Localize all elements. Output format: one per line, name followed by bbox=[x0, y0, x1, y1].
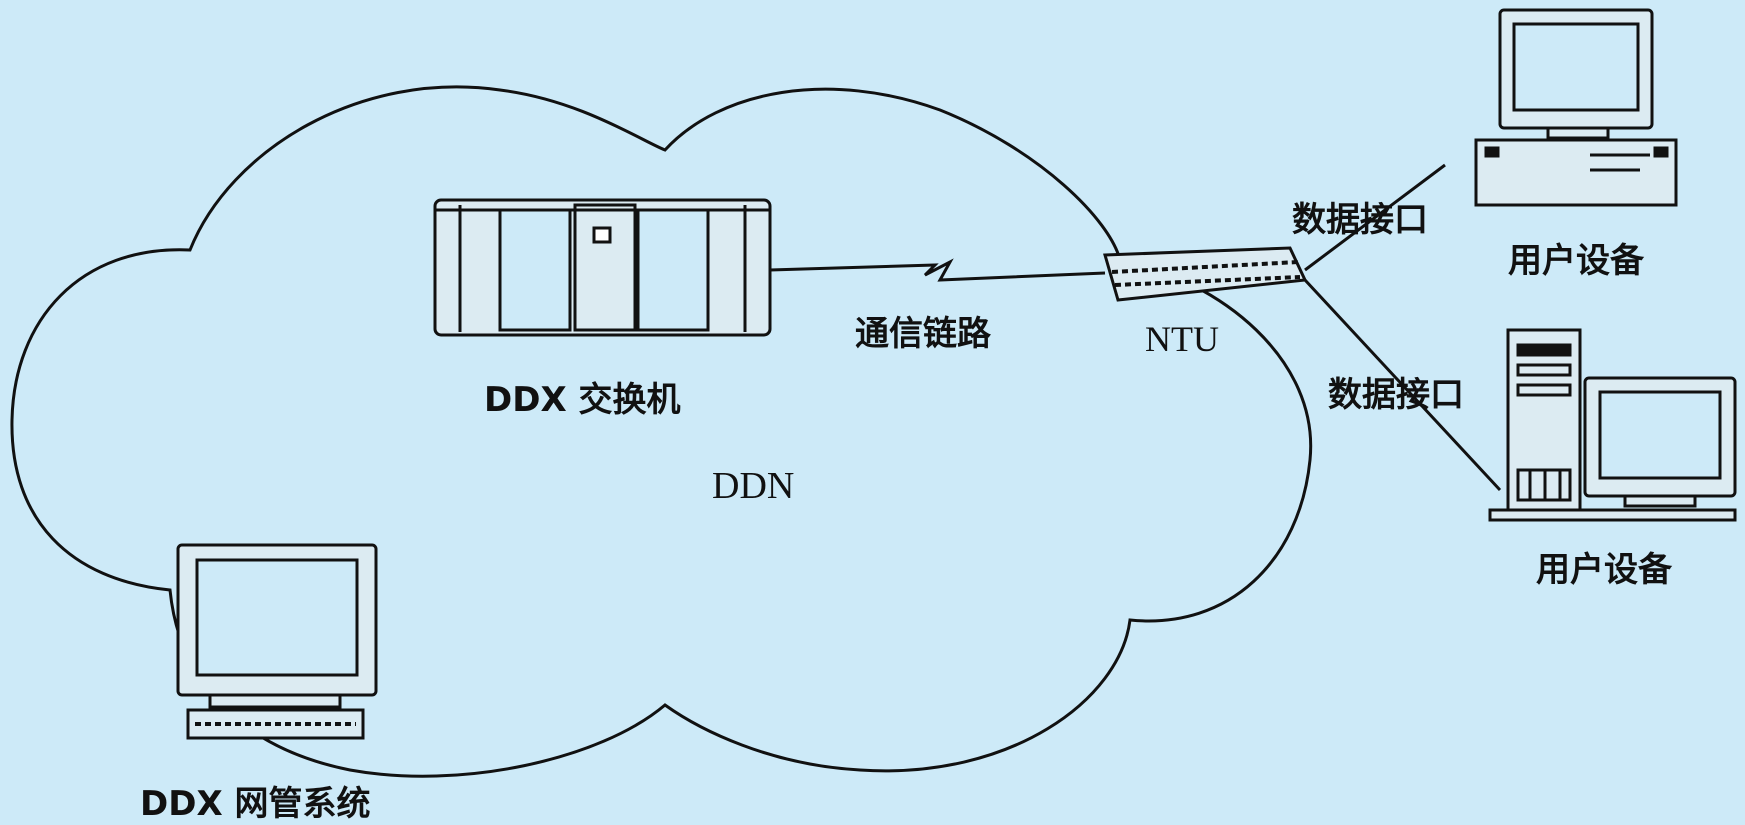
comm-link-label: 通信链路 bbox=[855, 314, 991, 354]
monitor-icon bbox=[1488, 376, 1737, 522]
user-device-bottom-label: 用户设备 bbox=[1536, 550, 1672, 590]
tower-computer-icon bbox=[1506, 328, 1582, 517]
data-interface-top-label: 数据接口 bbox=[1292, 200, 1428, 240]
data-interface-bottom-label: 数据接口 bbox=[1328, 375, 1464, 415]
ddx-switch-label: DDX 交换机 bbox=[484, 380, 681, 420]
connector-top bbox=[1304, 163, 1446, 272]
ddn-label: DDN bbox=[712, 465, 795, 507]
ddx-switch-icon bbox=[433, 198, 772, 337]
ddx-nms-label: DDX 网管系统 bbox=[140, 784, 371, 824]
lightning-link-icon bbox=[769, 258, 1106, 282]
nms-monitor-icon bbox=[176, 543, 378, 740]
desktop-computer-icon bbox=[1474, 8, 1678, 207]
connector-bottom bbox=[1303, 278, 1502, 492]
ntu-device-icon bbox=[1103, 246, 1308, 302]
user-device-top-label: 用户设备 bbox=[1508, 241, 1644, 281]
ntu-label: NTU bbox=[1145, 319, 1219, 359]
